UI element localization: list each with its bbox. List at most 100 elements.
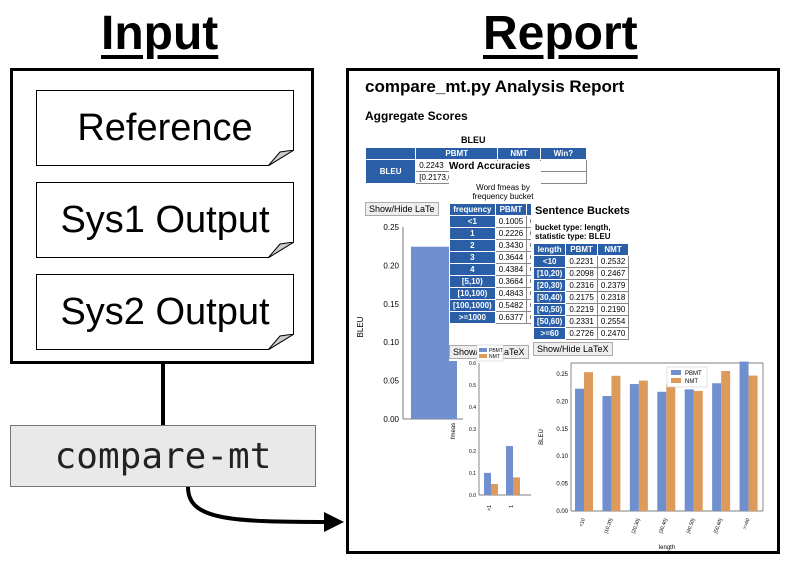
y-tick-label: 0.3 — [469, 427, 476, 433]
legend-nmt-label: NMT — [685, 379, 698, 385]
sentence-buckets-title: Sentence Buckets — [535, 205, 630, 217]
reference-label: Reference — [77, 106, 253, 149]
pbmt-bar — [484, 472, 491, 495]
length-cell: [30,40) — [532, 291, 567, 304]
legend-pbmt-label: PBMT — [489, 348, 503, 354]
frequency-cell: >=1000 — [449, 311, 496, 324]
pbmt-bar — [629, 384, 639, 511]
y-tick-label: 0.05 — [383, 377, 399, 386]
x-tick-label: <1 — [487, 505, 493, 511]
y-tick-label: 0.6 — [469, 361, 476, 367]
length-cell: [50,60) — [532, 315, 567, 328]
frequency-cell: 1 — [449, 227, 496, 240]
y-tick-label: 0.05 — [556, 482, 568, 488]
score-cell: 0.2098 — [565, 267, 598, 280]
bleu-title: BLEU — [461, 135, 486, 145]
length-cell: [20,30) — [532, 279, 567, 292]
sentence-bucket-chart: BLEU 0.250.200.150.100.050.00 <10[10,20)… — [539, 361, 764, 551]
sent-col-length: length — [532, 243, 567, 256]
sent-col-pbmt: PBMT — [565, 243, 598, 256]
y-tick-label: 0.15 — [556, 427, 568, 433]
y-tick-label: 0.10 — [556, 454, 568, 460]
bleu-row-label: BLEU — [364, 159, 417, 184]
y-tick-label: 0.2 — [469, 449, 476, 455]
legend-pbmt-label: PBMT — [685, 371, 702, 377]
y-tick-label: 0.25 — [383, 223, 399, 232]
score-cell: 0.3430 — [494, 239, 528, 252]
bleu-col-pbmt: PBMT — [415, 147, 499, 160]
word-fmeas-caption: Word fmeas by frequency bucket — [472, 183, 534, 201]
y-axis-label: BLEU — [356, 316, 365, 337]
score-cell: 0.4843 — [494, 287, 528, 300]
bleu-corner — [364, 147, 417, 160]
score-cell: 0.4384 — [494, 263, 528, 276]
report-title: compare_mt.py Analysis Report — [365, 77, 625, 96]
x-tick-label: [50,60) — [713, 517, 724, 534]
score-cell: 0.2379 — [596, 279, 630, 292]
legend-nmt-label: NMT — [489, 354, 500, 360]
length-cell: [10,20) — [532, 267, 567, 280]
y-tick-label: 0.20 — [383, 261, 399, 270]
frequency-cell: <1 — [449, 215, 496, 228]
pbmt-bar — [712, 383, 722, 511]
score-cell: 0.2554 — [596, 315, 630, 328]
bleu-empty — [539, 171, 588, 184]
nmt-bar — [584, 372, 593, 511]
score-cell: 0.2219 — [565, 303, 598, 316]
aggregate-scores-heading: Aggregate Scores — [365, 109, 468, 123]
pbmt-bar — [657, 391, 667, 511]
input-heading: Input — [101, 7, 219, 60]
x-tick-label: 1 — [509, 505, 515, 508]
y-axis-label: BLEU — [539, 429, 545, 445]
y-tick-label: 0.20 — [556, 399, 568, 405]
length-cell: [40,50) — [532, 303, 567, 316]
sys1-output-label: Sys1 Output — [60, 198, 270, 241]
pbmt-bar — [575, 388, 584, 511]
score-cell: 0.3644 — [494, 251, 528, 264]
y-tick-label: 0.00 — [383, 415, 399, 424]
score-cell: 0.2316 — [565, 279, 598, 292]
y-tick-label: 0.00 — [556, 509, 568, 515]
frequency-cell: [100,1000) — [449, 299, 496, 312]
y-tick-label: 0.5 — [469, 383, 476, 389]
score-cell: 0.2318 — [596, 291, 630, 304]
word-accuracies-panel: Word Accuracies Word fmeas by frequency … — [449, 161, 546, 361]
legend-pbmt-swatch — [671, 370, 681, 375]
nmt-bar — [721, 371, 731, 511]
length-cell: <10 — [532, 255, 567, 268]
nmt-bar — [491, 484, 498, 495]
show-hide-latex-button[interactable]: Show/Hide LaTe — [365, 202, 439, 216]
nmt-bar — [513, 477, 520, 495]
length-cell: >=60 — [532, 327, 567, 340]
score-cell: 0.2175 — [565, 291, 598, 304]
nmt-bar — [611, 375, 621, 511]
x-tick-label: <10 — [578, 517, 587, 527]
pbmt-bar — [684, 389, 694, 511]
sys1-output-document: Sys1 Output — [36, 182, 295, 259]
bleu-col-win: Win? — [539, 147, 588, 160]
legend-pbmt-swatch — [479, 348, 487, 352]
score-cell: 0.2470 — [596, 327, 630, 340]
x-tick-label: [20,30) — [631, 517, 642, 534]
sent-col-nmt: NMT — [596, 243, 630, 256]
y-tick-label: 0.25 — [556, 372, 568, 378]
pbmt-bar — [739, 361, 749, 511]
nmt-bar — [666, 383, 676, 511]
y-tick-label: 0.4 — [469, 405, 476, 411]
sentence-buckets-panel: Sentence Buckets bucket type: length, st… — [531, 203, 631, 353]
compare-mt-label: compare-mt — [54, 435, 272, 477]
word-accuracies-title: Word Accuracies — [449, 161, 531, 172]
pbmt-bar — [506, 446, 513, 495]
word-col-frequency: frequency — [449, 203, 496, 216]
x-tick-label: [30,40) — [658, 517, 669, 534]
legend-nmt-swatch — [671, 378, 681, 383]
pbmt-bar — [602, 395, 612, 511]
y-tick-label: 0.15 — [383, 300, 399, 309]
show-hide-latex-button[interactable]: Show/Hide LaTeX — [533, 342, 613, 356]
